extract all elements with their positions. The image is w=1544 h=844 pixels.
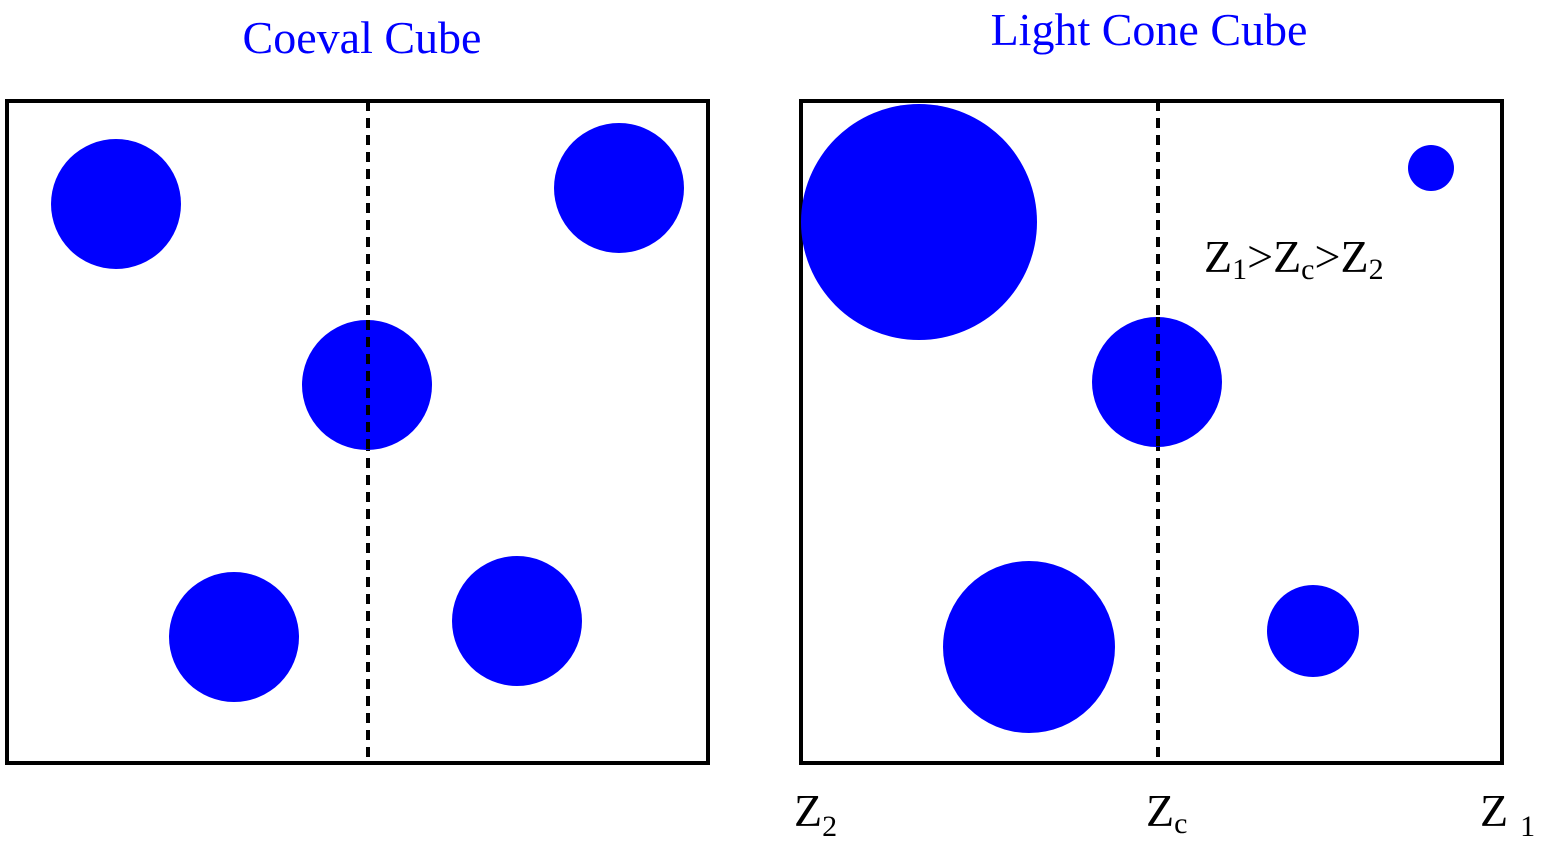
lightcone-title: Light Cone Cube xyxy=(991,4,1308,55)
axis-center-base: Z xyxy=(1146,785,1174,836)
lightcone-bubble-large xyxy=(801,104,1037,340)
lightcone-frame xyxy=(799,99,1504,765)
axis-right-base: Z xyxy=(1480,785,1508,836)
axis-label-center: Zc xyxy=(1146,785,1187,840)
coeval-bubble-center xyxy=(302,320,432,450)
coeval-bubble-bottom-left xyxy=(169,572,299,702)
axis-label-left: Z2 xyxy=(794,785,837,843)
relation-z2-sub: 2 xyxy=(1369,253,1384,286)
relation-z1-sub: 1 xyxy=(1232,253,1247,286)
relation-zc-base: Z xyxy=(1273,231,1301,282)
coeval-panel: Coeval Cube xyxy=(5,12,710,765)
coeval-bubble-top-right xyxy=(554,123,684,253)
coeval-title: Coeval Cube xyxy=(243,12,482,63)
relation-gt-1: > xyxy=(1247,231,1273,282)
lightcone-bubble-bottom-right xyxy=(1267,585,1359,677)
lightcone-bubble-center xyxy=(1092,317,1222,447)
coeval-bubble-top-left xyxy=(51,139,181,269)
axis-left-base: Z xyxy=(794,785,822,836)
redshift-relation: Z1>Zc>Z2 xyxy=(1204,231,1384,286)
relation-zc-sub: c xyxy=(1301,253,1314,286)
coeval-frame xyxy=(5,99,710,765)
relation-z1-base: Z xyxy=(1204,231,1232,282)
axis-right-sub: 1 xyxy=(1520,810,1535,843)
axis-center-sub: c xyxy=(1174,807,1187,840)
axis-left-sub: 2 xyxy=(822,810,837,843)
relation-z2-base: Z xyxy=(1340,231,1368,282)
lightcone-bubble-bottom-left xyxy=(943,561,1115,733)
relation-gt-2: > xyxy=(1315,231,1341,282)
coeval-bubble-bottom-right xyxy=(452,556,582,686)
lightcone-bubble-tiny xyxy=(1408,145,1454,191)
